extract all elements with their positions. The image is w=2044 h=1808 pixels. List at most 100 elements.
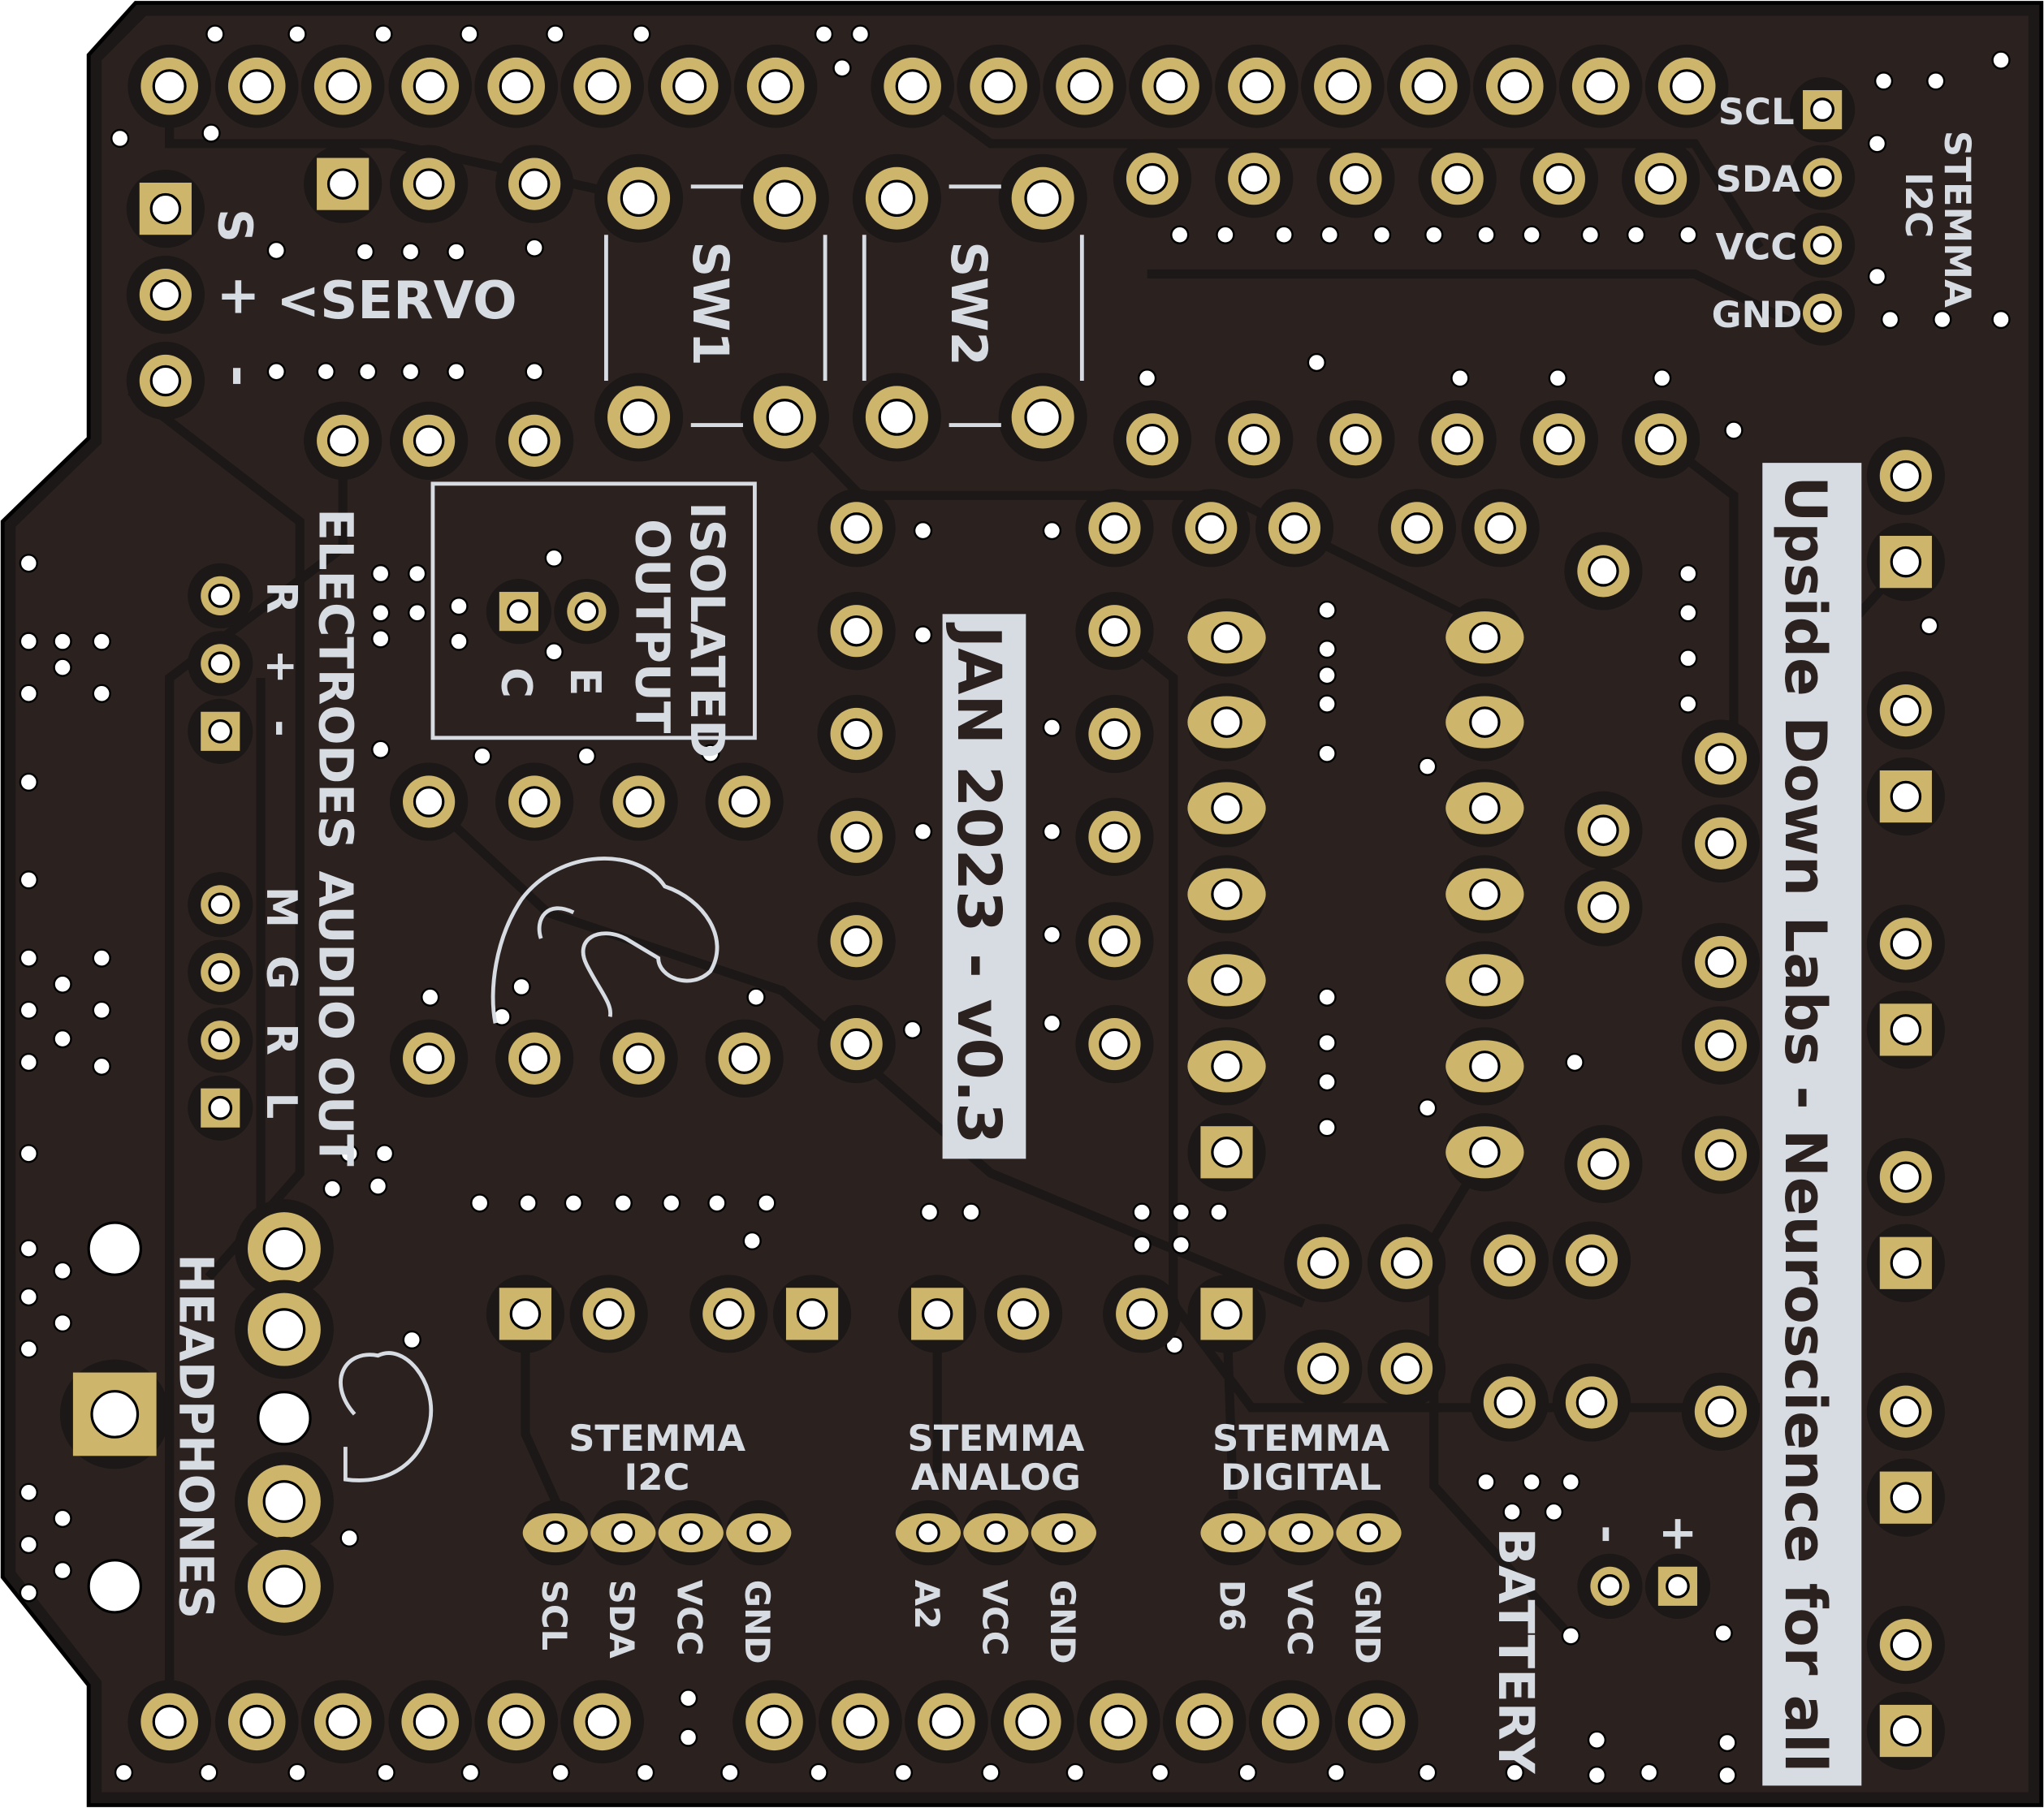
- brand-label-bg: [1762, 463, 1862, 1786]
- via: [447, 362, 466, 382]
- top-pin-scl: SCL: [1718, 90, 1795, 133]
- electrode-pin-minus: -: [257, 719, 305, 736]
- via: [1317, 1118, 1337, 1137]
- via: [564, 1193, 583, 1213]
- pad: [705, 1019, 784, 1098]
- pad: [1075, 902, 1154, 981]
- via: [402, 1330, 421, 1350]
- pad: [998, 373, 1087, 462]
- via: [919, 1202, 940, 1222]
- via: [832, 58, 852, 78]
- stemma-analog-subtitle: ANALOG: [911, 1456, 1081, 1499]
- via: [368, 1176, 388, 1196]
- pad: [895, 1499, 962, 1566]
- pad: [1681, 1372, 1761, 1451]
- pad: [1564, 868, 1643, 947]
- via: [1165, 1336, 1184, 1355]
- via: [53, 1261, 72, 1281]
- pad: [1445, 1027, 1524, 1106]
- via: [19, 1000, 38, 1020]
- pad: [1418, 400, 1497, 479]
- via: [374, 1144, 395, 1163]
- pad: [495, 401, 574, 480]
- top-pin-sda: SDA: [1715, 157, 1800, 201]
- via: [371, 563, 391, 584]
- via: [53, 658, 72, 677]
- pad: [474, 1680, 559, 1764]
- via: [1580, 225, 1601, 244]
- via: [316, 362, 335, 382]
- pad: [594, 373, 684, 462]
- pad: [1075, 694, 1154, 774]
- digital-pin-gnd: GND: [1347, 1580, 1387, 1664]
- pad: [1418, 140, 1497, 218]
- via: [1450, 369, 1470, 388]
- pad: [1445, 855, 1524, 934]
- pad: [1866, 1223, 1946, 1302]
- via: [1042, 520, 1062, 541]
- pad: [1334, 1680, 1419, 1764]
- pad: [1043, 44, 1126, 128]
- via: [809, 1763, 828, 1783]
- via: [1317, 600, 1337, 620]
- via: [546, 24, 565, 44]
- via: [512, 977, 531, 997]
- pad: [998, 153, 1087, 243]
- via: [371, 629, 391, 649]
- pad: [1519, 400, 1599, 479]
- pad: [817, 902, 896, 981]
- via: [1209, 1202, 1229, 1222]
- via: [1307, 352, 1326, 373]
- sw1-label: SW1: [681, 241, 739, 366]
- pad: [1681, 922, 1761, 1002]
- pad: [1129, 44, 1212, 128]
- via: [701, 744, 720, 763]
- via: [358, 362, 378, 382]
- brand-label: Upside Down Labs - Neuroscience for all: [1772, 476, 1839, 1772]
- via: [1372, 225, 1392, 244]
- pad: [495, 762, 574, 841]
- via: [707, 1193, 727, 1213]
- mounting-hole: [87, 1221, 142, 1276]
- pad: [1558, 44, 1643, 128]
- servo-s-label: S: [208, 209, 263, 243]
- pad: [1681, 804, 1761, 883]
- sw2-label: SW2: [940, 241, 997, 366]
- pad: [304, 401, 382, 480]
- pad: [905, 1680, 988, 1764]
- via: [470, 1193, 490, 1213]
- via: [1317, 987, 1337, 1007]
- stemma-i2c-labels: STEMMA I2C STEMMA ANALOG STEMMA DIGITAL: [568, 1417, 1389, 1499]
- i2c-pin-scl: SCL: [534, 1580, 574, 1651]
- pad: [1866, 1691, 1946, 1771]
- iso-e-label: E: [560, 667, 609, 696]
- audio-pin-r: R: [257, 1023, 305, 1055]
- pad: [1681, 1115, 1761, 1194]
- via: [19, 554, 38, 573]
- pad: [1564, 532, 1643, 611]
- via: [1867, 266, 1887, 287]
- pad: [300, 44, 385, 128]
- output-label: OUTPUT: [624, 519, 680, 734]
- via: [544, 548, 564, 567]
- via: [447, 242, 466, 261]
- pad: [599, 762, 678, 841]
- via: [1679, 649, 1698, 668]
- via: [408, 563, 427, 584]
- pad: [817, 592, 896, 671]
- via: [1042, 925, 1062, 944]
- servo-plus-label: +: [216, 265, 260, 326]
- via: [1639, 1763, 1659, 1783]
- via: [19, 1052, 38, 1072]
- via: [19, 1534, 38, 1555]
- via: [53, 1560, 72, 1581]
- via: [632, 24, 651, 44]
- pad: [1552, 1363, 1631, 1442]
- via: [1317, 666, 1337, 685]
- via: [421, 987, 440, 1007]
- pad: [594, 153, 684, 243]
- via: [1565, 1052, 1584, 1072]
- via: [814, 24, 834, 44]
- mounting-hole: [257, 1391, 312, 1446]
- battery-label: BATTERY: [1487, 1528, 1545, 1775]
